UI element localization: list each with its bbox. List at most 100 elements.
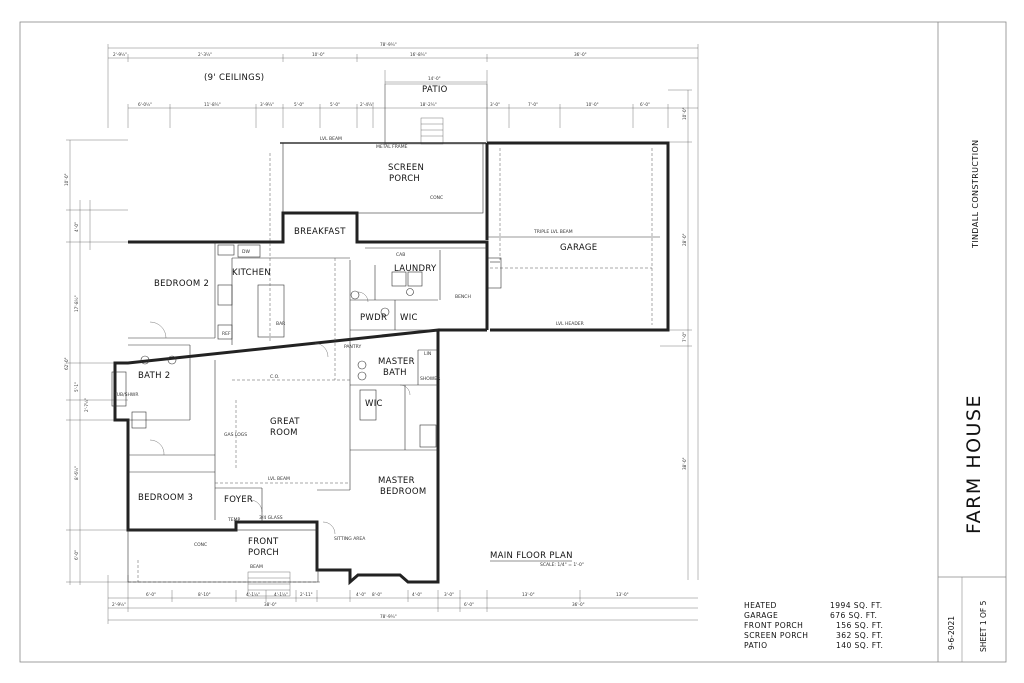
area-label-screen-porch: SCREEN PORCH (744, 631, 808, 640)
lin-note: LIN (424, 351, 431, 357)
dim-right-3: 7'-0" (682, 332, 687, 342)
dim-bot-10: 13'-0" (522, 592, 535, 597)
laundry-label: LAUNDRY (394, 264, 437, 274)
cab-note: CAB (396, 252, 405, 258)
dim-row2-11: 6'-0" (640, 102, 650, 107)
kitchen-label: KITCHEN (232, 268, 271, 278)
area-value-screen-porch: 362 SQ. FT. (836, 631, 883, 640)
dim-bot-3: 4'-1½" (246, 592, 260, 597)
garage-label: GARAGE (560, 243, 597, 253)
dim-bot2-1: 2'-9½" (112, 602, 126, 607)
lvl-beam-note-foyer: LVL BEAM (268, 476, 290, 482)
company-name: TINDALL CONSTRUCTION (971, 139, 980, 249)
co-note: C.O. (270, 374, 279, 380)
dim-top-1: 2'-9½" (113, 52, 127, 57)
top-dimension-lines (107, 44, 699, 580)
dim-bot2-3: 6'-0" (464, 602, 474, 607)
area-value-heated: 1994 SQ. FT. (830, 601, 883, 610)
wic2-label: WIC (365, 399, 383, 409)
dim-row2-1: 6'-0½" (138, 102, 152, 107)
dim-left-2: 4'-0" (74, 222, 79, 232)
dim-overall-bottom: 78'-9¼" (380, 614, 397, 619)
glass-note: 3/4 GLASS (259, 515, 283, 521)
dim-right-2: 28'-0" (682, 233, 687, 246)
area-value-garage: 676 SQ. FT. (830, 611, 877, 620)
master-bedroom-label-2: BEDROOM (380, 487, 426, 497)
conc-note-front: CONC (194, 542, 207, 548)
dim-bot-7: 8'-0" (372, 592, 382, 597)
triple-lvl-beam-note: TRIPLE LVL BEAM (533, 229, 573, 235)
dim-top-2: 2'-3¼" (198, 52, 212, 57)
bedroom3-label: BEDROOM 3 (138, 493, 193, 503)
title-block: TINDALL CONSTRUCTION FARM HOUSE 9-6-2021… (947, 139, 988, 652)
breakfast-label: BREAKFAST (294, 227, 346, 237)
main-floor-plan-title: MAIN FLOOR PLAN (490, 551, 573, 561)
garage-walls (487, 141, 670, 332)
conc-note-porch: CONC (430, 195, 443, 201)
tub-shwr-note: TUB/SHWR (113, 392, 138, 398)
dim-top-5: 36'-0" (574, 52, 587, 57)
gas-logs-note: GAS LOGS (224, 432, 247, 438)
master-bath-label-2: BATH (383, 368, 407, 378)
dim-bot2-4: 36'-0" (572, 602, 585, 607)
project-title: FARM HOUSE (963, 394, 985, 534)
screen-porch-label-2: PORCH (389, 174, 420, 184)
dim-row2-10: 10'-0" (586, 102, 599, 107)
dim-overall-top: 78'-9¼" (380, 42, 397, 47)
master-bath-label-1: MASTER (378, 357, 415, 367)
area-label-patio: PATIO (744, 641, 768, 650)
dim-bot-11: 13'-0" (616, 592, 629, 597)
foyer-label: FOYER (224, 495, 253, 505)
shower-note: SHOWER (420, 376, 440, 382)
area-value-patio: 140 SQ. FT. (836, 641, 883, 650)
dim-bot2-2: 38'-0" (264, 602, 277, 607)
screen-porch-label-1: SCREEN (388, 163, 424, 173)
dim-left-4: 17'-8½" (74, 295, 79, 312)
scale-note: SCALE: 1/4" = 1'-0" (540, 562, 584, 568)
bar-note: BAR (276, 321, 285, 327)
dim-left-3: 62'-0" (64, 357, 69, 370)
front-porch-label-2: PORCH (248, 548, 279, 558)
dim-bot-5: 2'-11" (300, 592, 313, 597)
master-bedroom-label-1: MASTER (378, 476, 415, 486)
metal-frame-note: METAL FRAME (376, 144, 408, 150)
area-label-heated: HEATED (744, 601, 777, 610)
dim-row2-6: 2'-4¼" (360, 102, 374, 107)
sheet-border (19, 21, 1007, 663)
dim-left-8: 6'-0" (74, 550, 79, 560)
front-porch-outline (127, 529, 319, 583)
dim-row2-9: 7'-0" (528, 102, 538, 107)
dim-top-3: 10'-0" (312, 52, 325, 57)
dim-bot-6: 4'-0" (356, 592, 366, 597)
front-porch-label-1: FRONT (248, 537, 279, 547)
patio-steps (420, 117, 444, 145)
ref-note: REF (222, 331, 231, 337)
dim-left-5: 5'-1" (74, 382, 79, 392)
door-swings (149, 291, 411, 535)
dim-left-1: 10'-0" (64, 173, 69, 186)
bottom-dimension-lines (107, 575, 698, 624)
kitchen-fixtures (217, 244, 350, 345)
great-room-label-1: GREAT (270, 417, 300, 427)
area-label-front-porch: FRONT PORCH (744, 621, 803, 630)
patio-label: PATIO (422, 85, 448, 95)
great-room-label-2: ROOM (270, 428, 298, 438)
dim-row2-3: 3'-9¼" (260, 102, 274, 107)
area-label-garage: GARAGE (744, 611, 778, 620)
sheet-date: 9-6-2021 (947, 616, 956, 650)
lvl-beam-note-top: LVL BEAM (320, 136, 342, 142)
dw-note: DW (242, 249, 250, 255)
bedroom2-label: BEDROOM 2 (154, 279, 209, 289)
dim-bot-9: 3'-0" (444, 592, 454, 597)
dim-row2-7: 18'-2¼" (420, 102, 437, 107)
area-table: HEATED 1994 SQ. FT. GARAGE 676 SQ. FT. F… (744, 601, 883, 650)
bath2-label: BATH 2 (138, 371, 170, 381)
dim-patio-width: 14'-0" (428, 76, 441, 81)
house-exterior-walls (113, 211, 489, 586)
bench-note: BENCH (455, 294, 471, 300)
dim-row2-4: 5'-0" (294, 102, 304, 107)
front-steps (247, 571, 291, 597)
area-value-front-porch: 156 SQ. FT. (836, 621, 883, 630)
dim-right-4: 38'-0" (682, 457, 687, 470)
sitting-area-note: SITTING AREA (334, 536, 366, 542)
